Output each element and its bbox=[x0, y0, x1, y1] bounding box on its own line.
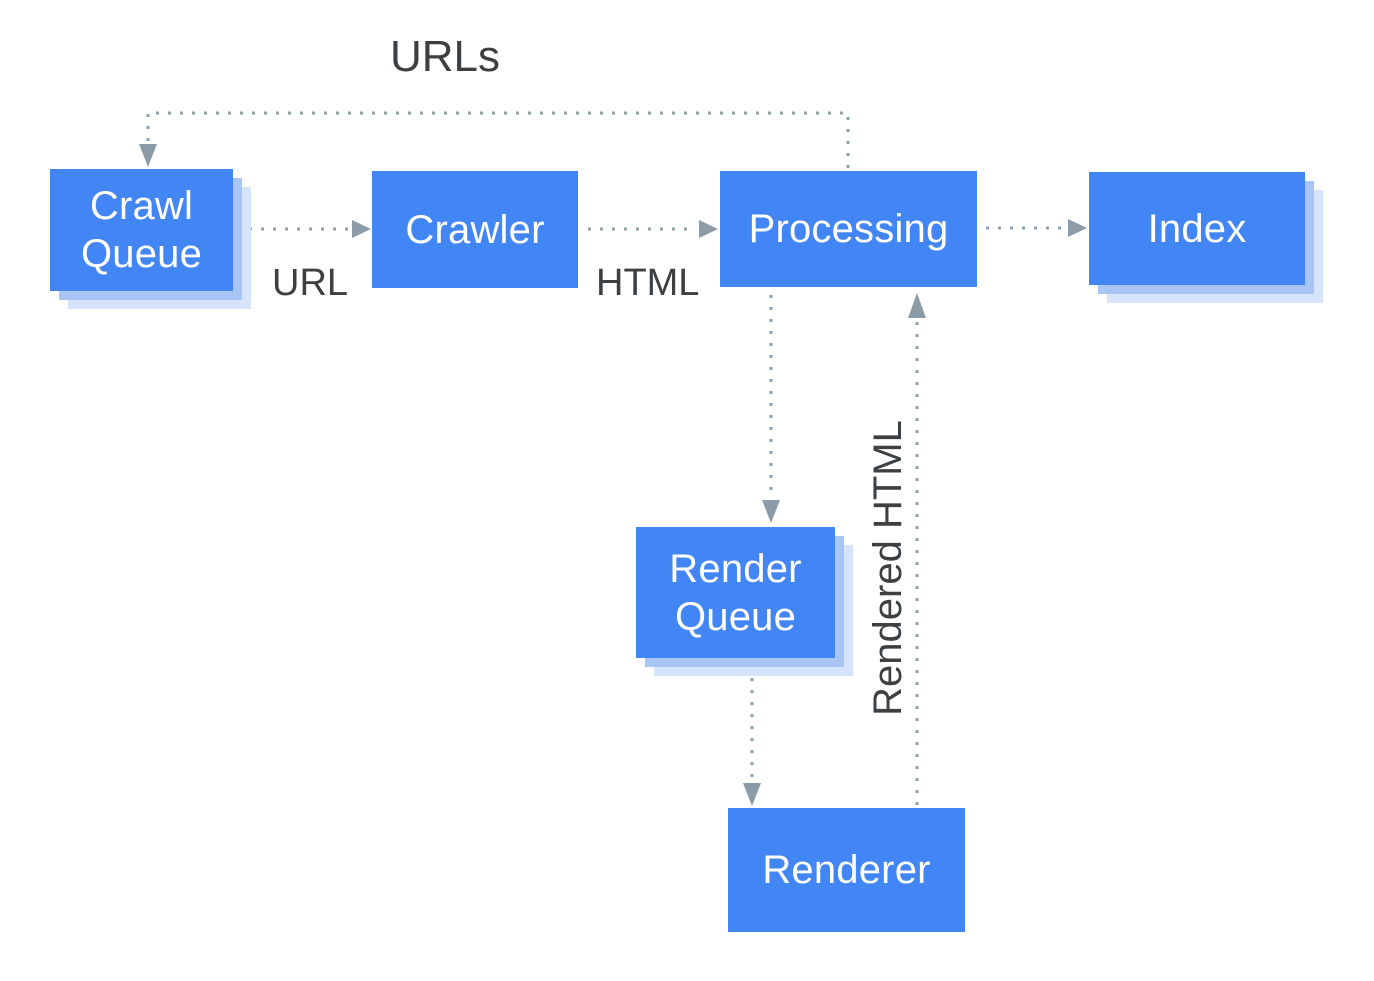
node-index: Index bbox=[1089, 172, 1305, 285]
edge-label-html: HTML bbox=[596, 262, 700, 304]
node-crawl-queue-label: Crawl Queue bbox=[80, 184, 203, 276]
node-render-queue: Render Queue bbox=[636, 527, 835, 658]
edge-label-rendered-html: Rendered HTML bbox=[866, 420, 910, 716]
edge-processing-crawlqueue-arrowhead-icon bbox=[139, 144, 157, 167]
edge-crawlqueue-crawler-arrowhead-icon bbox=[352, 220, 371, 238]
edge-renderqueue-renderer-arrowhead-icon bbox=[743, 783, 761, 806]
node-renderer-label: Renderer bbox=[762, 848, 931, 892]
edge-crawler-processing-arrowhead-icon bbox=[699, 220, 718, 238]
node-crawl-queue: Crawl Queue bbox=[50, 169, 233, 291]
edge-label-url: URL bbox=[272, 262, 349, 304]
edge-processing-crawlqueue-feedback-line bbox=[146, 111, 850, 168]
node-processing: Processing bbox=[720, 171, 977, 287]
node-crawler-label: Crawler bbox=[405, 207, 545, 252]
node-index-label: Index bbox=[1147, 206, 1247, 251]
edge-processing-index-arrowhead-icon bbox=[1068, 219, 1087, 237]
node-renderer: Renderer bbox=[728, 808, 965, 932]
edge-renderer-processing-arrowhead-icon bbox=[908, 293, 926, 318]
node-crawler: Crawler bbox=[372, 171, 578, 288]
edge-label-urls: URLs bbox=[390, 32, 501, 81]
node-processing-label: Processing bbox=[748, 207, 949, 251]
node-render-queue-label: Render Queue bbox=[669, 546, 802, 639]
edge-processing-renderqueue-arrowhead-icon bbox=[762, 500, 780, 523]
